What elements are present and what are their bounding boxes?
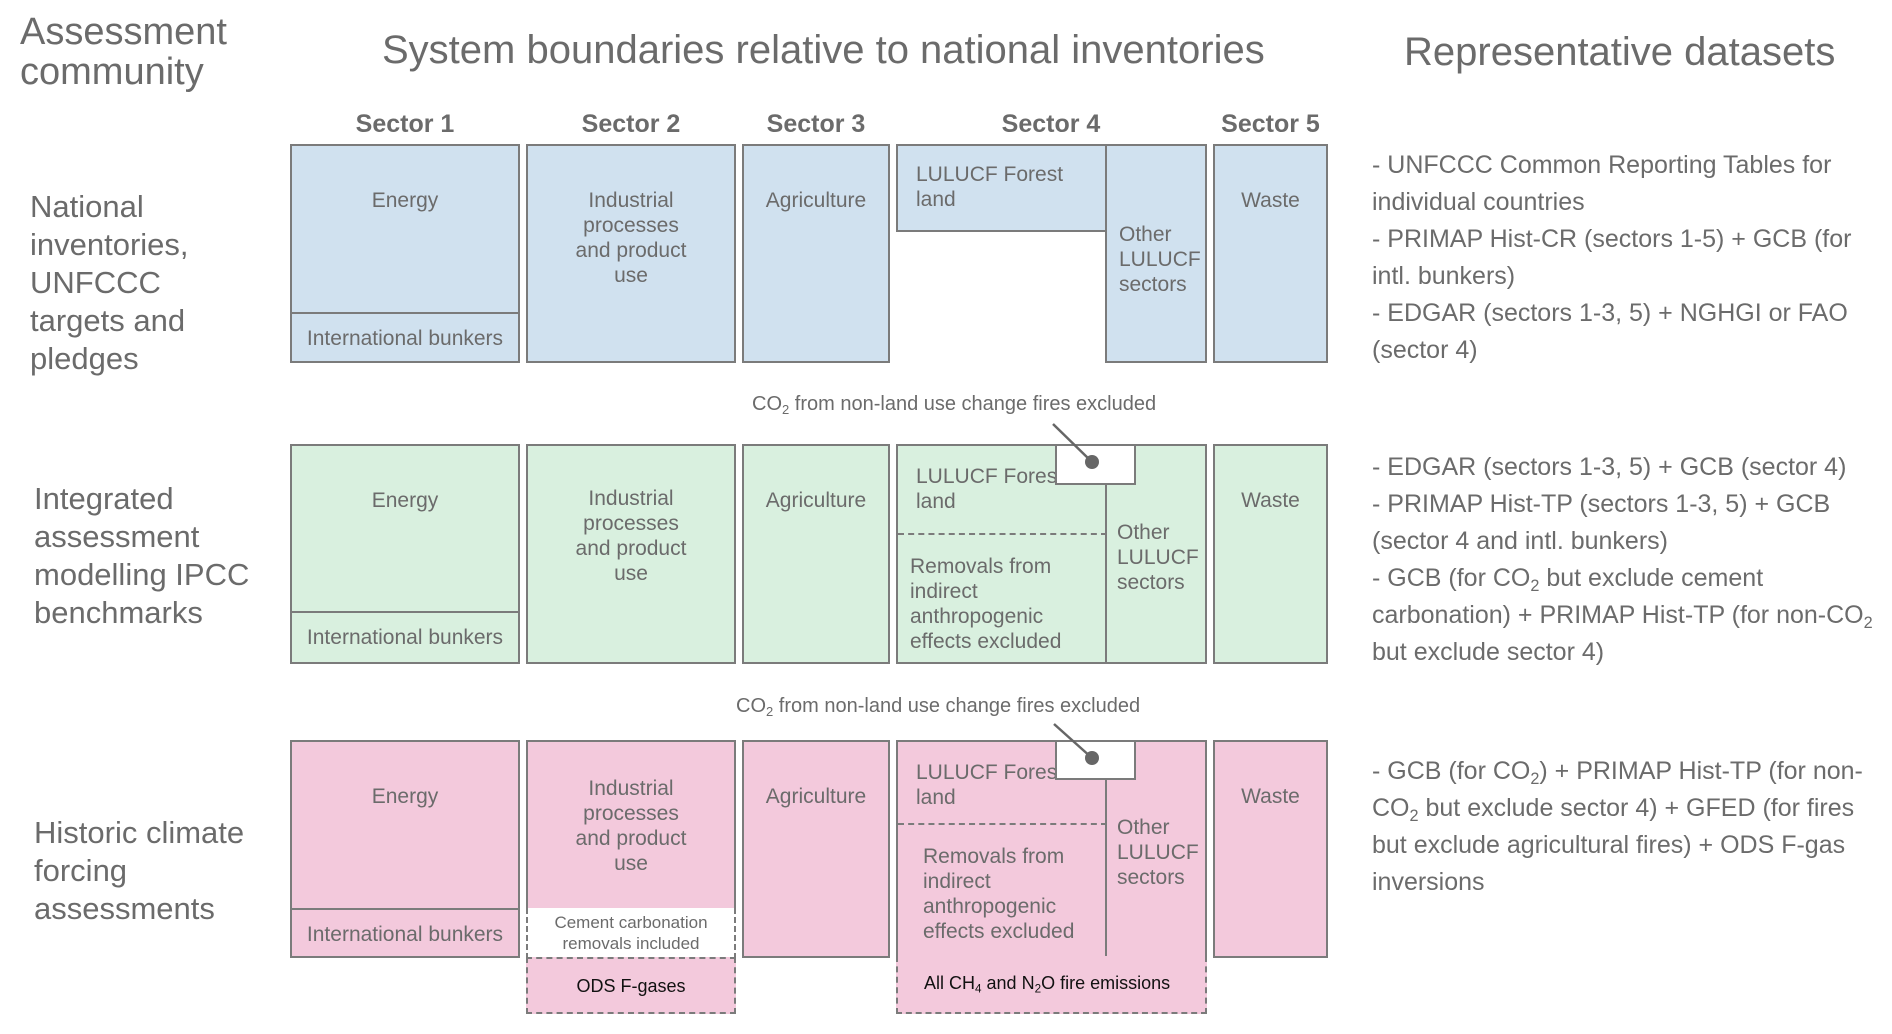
- sector-5-header: Sector 5: [1221, 110, 1320, 138]
- dataset-item: - PRIMAP Hist-TP (sectors 1-3, 5) + GCB …: [1372, 490, 1831, 555]
- representative-datasets-header: Representative datasets: [1404, 30, 1836, 74]
- dataset-item: - EDGAR (sectors 1-3, 5) + GCB (sector 4…: [1372, 453, 1847, 481]
- row-label-national-inventories: National inventories, UNFCCC targets and…: [30, 189, 189, 376]
- row2-sector4-box: LULUCF Forest land Removals from indirec…: [896, 444, 1207, 664]
- row1-datasets: - UNFCCC Common Reporting Tables for ind…: [1372, 147, 1892, 369]
- dataset-item: - GCB (for CO2) + PRIMAP Hist-TP (for no…: [1372, 757, 1863, 896]
- non-luc-fires-box: [1055, 444, 1136, 485]
- energy-label: Energy: [371, 785, 439, 808]
- cement-carbonation-box: Cement carbonation removals included: [526, 908, 736, 959]
- row1-bunkers-box: International bunkers: [290, 312, 520, 363]
- row2-bunkers-box: International bunkers: [290, 611, 520, 664]
- forest-land-label: LULUCF Forest land: [916, 761, 1064, 809]
- sector-2-header: Sector 2: [581, 110, 681, 138]
- row1-waste-box: Waste: [1213, 144, 1328, 363]
- dataset-item: - UNFCCC Common Reporting Tables for ind…: [1372, 151, 1832, 216]
- ippu-label: Industrial processes and product use: [575, 777, 687, 875]
- agriculture-label: Agriculture: [765, 785, 867, 808]
- row3-waste-box: Waste: [1213, 740, 1328, 958]
- removals-label: Removals from indirect anthropogenic eff…: [923, 845, 1075, 943]
- sector-3-header: Sector 3: [766, 110, 866, 138]
- row1-energy-box: Energy International bunkers: [290, 144, 520, 363]
- row2-energy-box: Energy International bunkers: [290, 444, 520, 664]
- dashed-divider: [898, 823, 1107, 825]
- sector4-divider: [1105, 482, 1107, 664]
- row1-ippu-box: Industrial processes and product use: [526, 144, 736, 363]
- bunkers-label: International bunkers: [306, 923, 504, 946]
- row3-annotation: CO2 from non-land use change fires exclu…: [736, 695, 1141, 719]
- agriculture-label: Agriculture: [765, 489, 867, 512]
- row1-forest-land-box: LULUCF Forest land: [896, 144, 1107, 232]
- dataset-item: - GCB (for CO2 but exclude cement carbon…: [1372, 564, 1873, 666]
- row3-datasets: - GCB (for CO2) + PRIMAP Hist-TP (for no…: [1372, 753, 1892, 901]
- ippu-label: Industrial processes and product use: [575, 487, 687, 585]
- fire-emissions-box: All CH4 and N2O fire emissions: [896, 956, 1207, 1014]
- waste-label: Waste: [1241, 189, 1300, 212]
- dataset-item: - PRIMAP Hist-CR (sectors 1-5) + GCB (fo…: [1372, 225, 1852, 290]
- bunkers-label: International bunkers: [306, 327, 504, 350]
- other-lulucf-label: Other LULUCF sectors: [1117, 816, 1199, 889]
- row-label-historic-forcing: Historic climate forcing assessments: [34, 815, 245, 926]
- row3-agriculture-box: Agriculture: [742, 740, 890, 958]
- dashed-divider: [898, 533, 1107, 535]
- row3-bunkers-box: International bunkers: [290, 908, 520, 958]
- fire-emissions-label: All CH4 and N2O fire emissions: [924, 973, 1171, 996]
- row2-waste-box: Waste: [1213, 444, 1328, 664]
- ods-fgases-label: ODS F-gases: [576, 976, 686, 996]
- cement-carbonation-label: Cement carbonation removals included: [554, 913, 708, 953]
- row1-other-lulucf-box: Other LULUCF sectors: [1105, 144, 1207, 363]
- row-label-integrated-assessment: Integrated assessment modelling IPCC ben…: [34, 481, 250, 630]
- waste-label: Waste: [1241, 785, 1300, 808]
- ippu-label: Industrial processes and product use: [575, 189, 687, 287]
- row2-ippu-box: Industrial processes and product use: [526, 444, 736, 664]
- forest-land-label: LULUCF Forest land: [916, 163, 1064, 211]
- other-lulucf-label: Other LULUCF sectors: [1117, 521, 1199, 594]
- agriculture-label: Agriculture: [765, 189, 867, 212]
- row2-annotation: CO2 from non-land use change fires exclu…: [752, 393, 1157, 417]
- forest-land-label: LULUCF Forest land: [916, 465, 1064, 513]
- energy-label: Energy: [371, 189, 439, 212]
- removals-label: Removals from indirect anthropogenic eff…: [910, 555, 1062, 653]
- sector4-divider: [1105, 778, 1107, 958]
- row2-datasets: - EDGAR (sectors 1-3, 5) + GCB (sector 4…: [1372, 449, 1892, 671]
- system-boundaries-header: System boundaries relative to national i…: [382, 28, 1265, 72]
- row2-agriculture-box: Agriculture: [742, 444, 890, 664]
- other-lulucf-label: Other LULUCF sectors: [1119, 223, 1201, 296]
- bunkers-label: International bunkers: [306, 626, 504, 649]
- row3-sector4-box: LULUCF Forest land Removals from indirec…: [896, 740, 1207, 958]
- sector-4-header: Sector 4: [1001, 110, 1101, 138]
- row1-agriculture-box: Agriculture: [742, 144, 890, 363]
- row3-energy-box: Energy International bunkers: [290, 740, 520, 958]
- sector-1-header: Sector 1: [355, 110, 455, 138]
- assessment-community-header: Assessment community: [20, 11, 227, 93]
- waste-label: Waste: [1241, 489, 1300, 512]
- non-luc-fires-box: [1055, 740, 1136, 780]
- dataset-item: - EDGAR (sectors 1-3, 5) + NGHGI or FAO …: [1372, 299, 1848, 364]
- energy-label: Energy: [371, 489, 439, 512]
- ods-fgases-box: ODS F-gases: [526, 957, 736, 1014]
- row3-ippu-box: Industrial processes and product use: [526, 740, 736, 910]
